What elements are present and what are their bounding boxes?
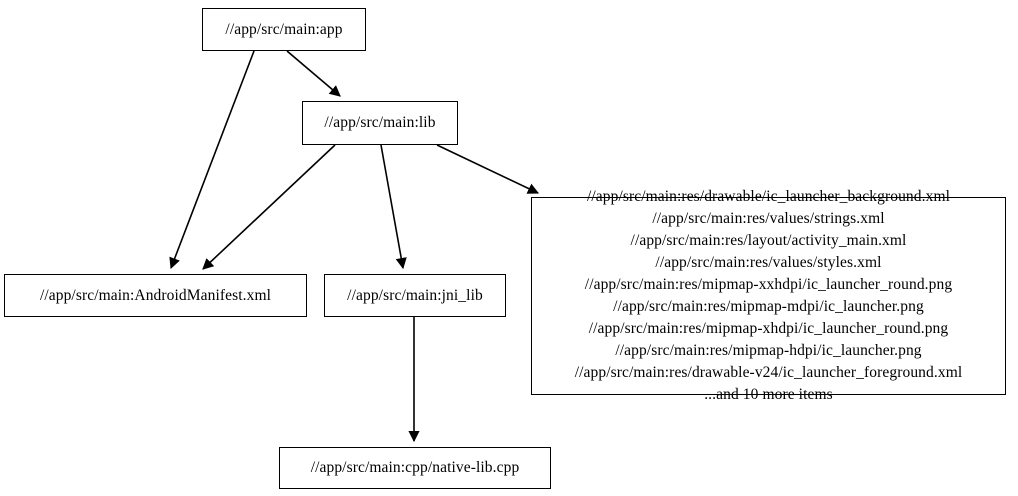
graph-node-android-manifest-label: //app/src/main:AndroidManifest.xml: [39, 286, 272, 304]
graph-node-lib-label: //app/src/main:lib: [324, 114, 436, 132]
edge-app-to-manifest: [169, 50, 255, 270]
graph-node-jni-lib-label: //app/src/main:jni_lib: [347, 286, 483, 304]
edge-lib-to-manifest: [202, 144, 336, 270]
graph-node-jni-lib[interactable]: //app/src/main:jni_lib: [324, 274, 506, 317]
graph-node-resources-label: //app/src/main:res/drawable/ic_launcher_…: [574, 188, 963, 403]
graph-node-native-lib-cpp[interactable]: //app/src/main:cpp/native-lib.cpp: [279, 447, 551, 489]
graph-node-lib[interactable]: //app/src/main:lib: [302, 101, 458, 145]
graph-node-app[interactable]: //app/src/main:app: [202, 8, 366, 51]
edge-lib-to-jni-lib: [380, 144, 407, 270]
graph-node-native-lib-cpp-label: //app/src/main:cpp/native-lib.cpp: [310, 459, 520, 477]
edge-lib-to-resources: [436, 144, 540, 194]
graph-node-android-manifest[interactable]: //app/src/main:AndroidManifest.xml: [4, 274, 307, 317]
edge-app-to-lib: [286, 50, 341, 97]
graph-node-app-label: //app/src/main:app: [225, 20, 343, 38]
graph-node-resources[interactable]: //app/src/main:res/drawable/ic_launcher_…: [531, 188, 1006, 403]
